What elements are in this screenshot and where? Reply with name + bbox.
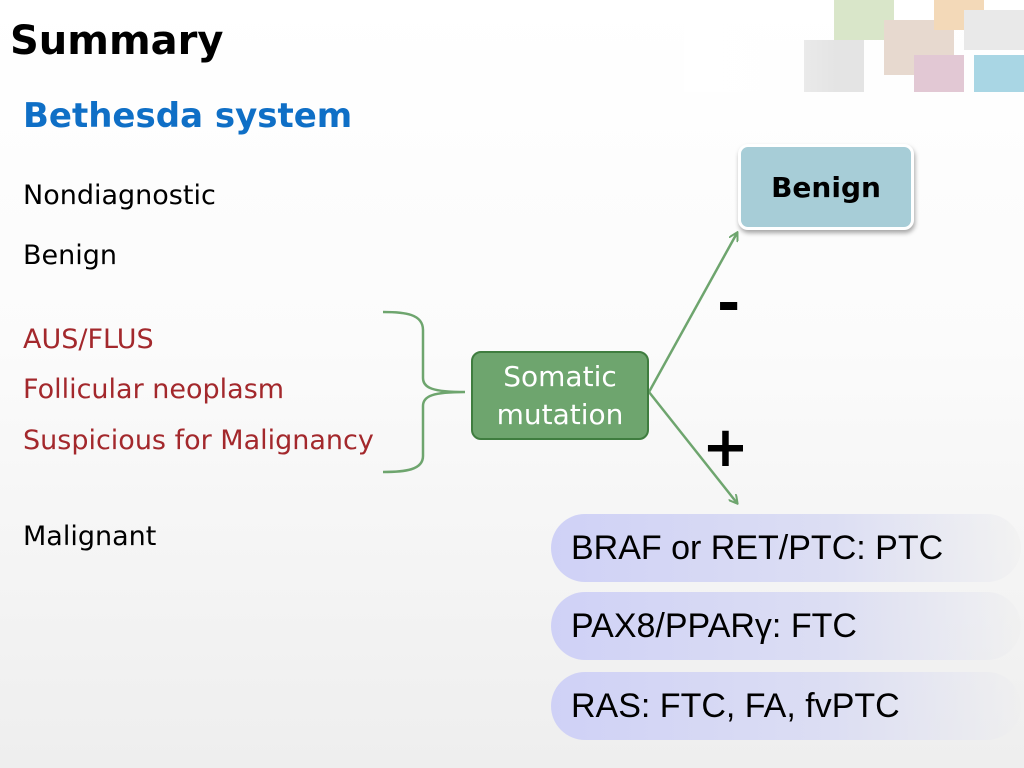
benign-node-label: Benign bbox=[771, 170, 881, 204]
somatic-mutation-node: Somatic mutation bbox=[471, 351, 649, 440]
result-ras: RAS: FTC, FA, fvPTC bbox=[551, 672, 1021, 740]
somatic-line-2: mutation bbox=[496, 397, 624, 431]
category-malignant: Malignant bbox=[23, 521, 157, 552]
result-braf-ret: BRAF or RET/PTC: PTC bbox=[551, 514, 1021, 582]
result-pax8-ppar: PAX8/PPARγ: FTC bbox=[551, 592, 1021, 660]
result-ras-label: RAS: FTC, FA, fvPTC bbox=[571, 686, 900, 725]
positive-sign: + bbox=[702, 415, 749, 480]
result-braf-ret-label: BRAF or RET/PTC: PTC bbox=[571, 528, 944, 567]
category-follicular-neoplasm: Follicular neoplasm bbox=[23, 374, 285, 405]
benign-node: Benign bbox=[738, 144, 914, 230]
arrow-to-benign bbox=[647, 233, 737, 393]
result-pax8-ppar-label: PAX8/PPARγ: FTC bbox=[571, 606, 857, 645]
somatic-line-1: Somatic bbox=[503, 359, 617, 393]
arrow-to-results bbox=[648, 391, 737, 503]
category-aus-flus: AUS/FLUS bbox=[23, 324, 154, 355]
negative-sign: - bbox=[717, 271, 741, 336]
slide-title: Summary bbox=[10, 18, 224, 64]
grouping-brace bbox=[382, 310, 466, 474]
corner-decoration bbox=[684, 0, 1024, 92]
slide-subtitle: Bethesda system bbox=[23, 96, 353, 136]
category-nondiagnostic: Nondiagnostic bbox=[23, 180, 216, 211]
category-suspicious-malignancy: Suspicious for Malignancy bbox=[23, 425, 374, 456]
category-benign: Benign bbox=[23, 240, 117, 271]
